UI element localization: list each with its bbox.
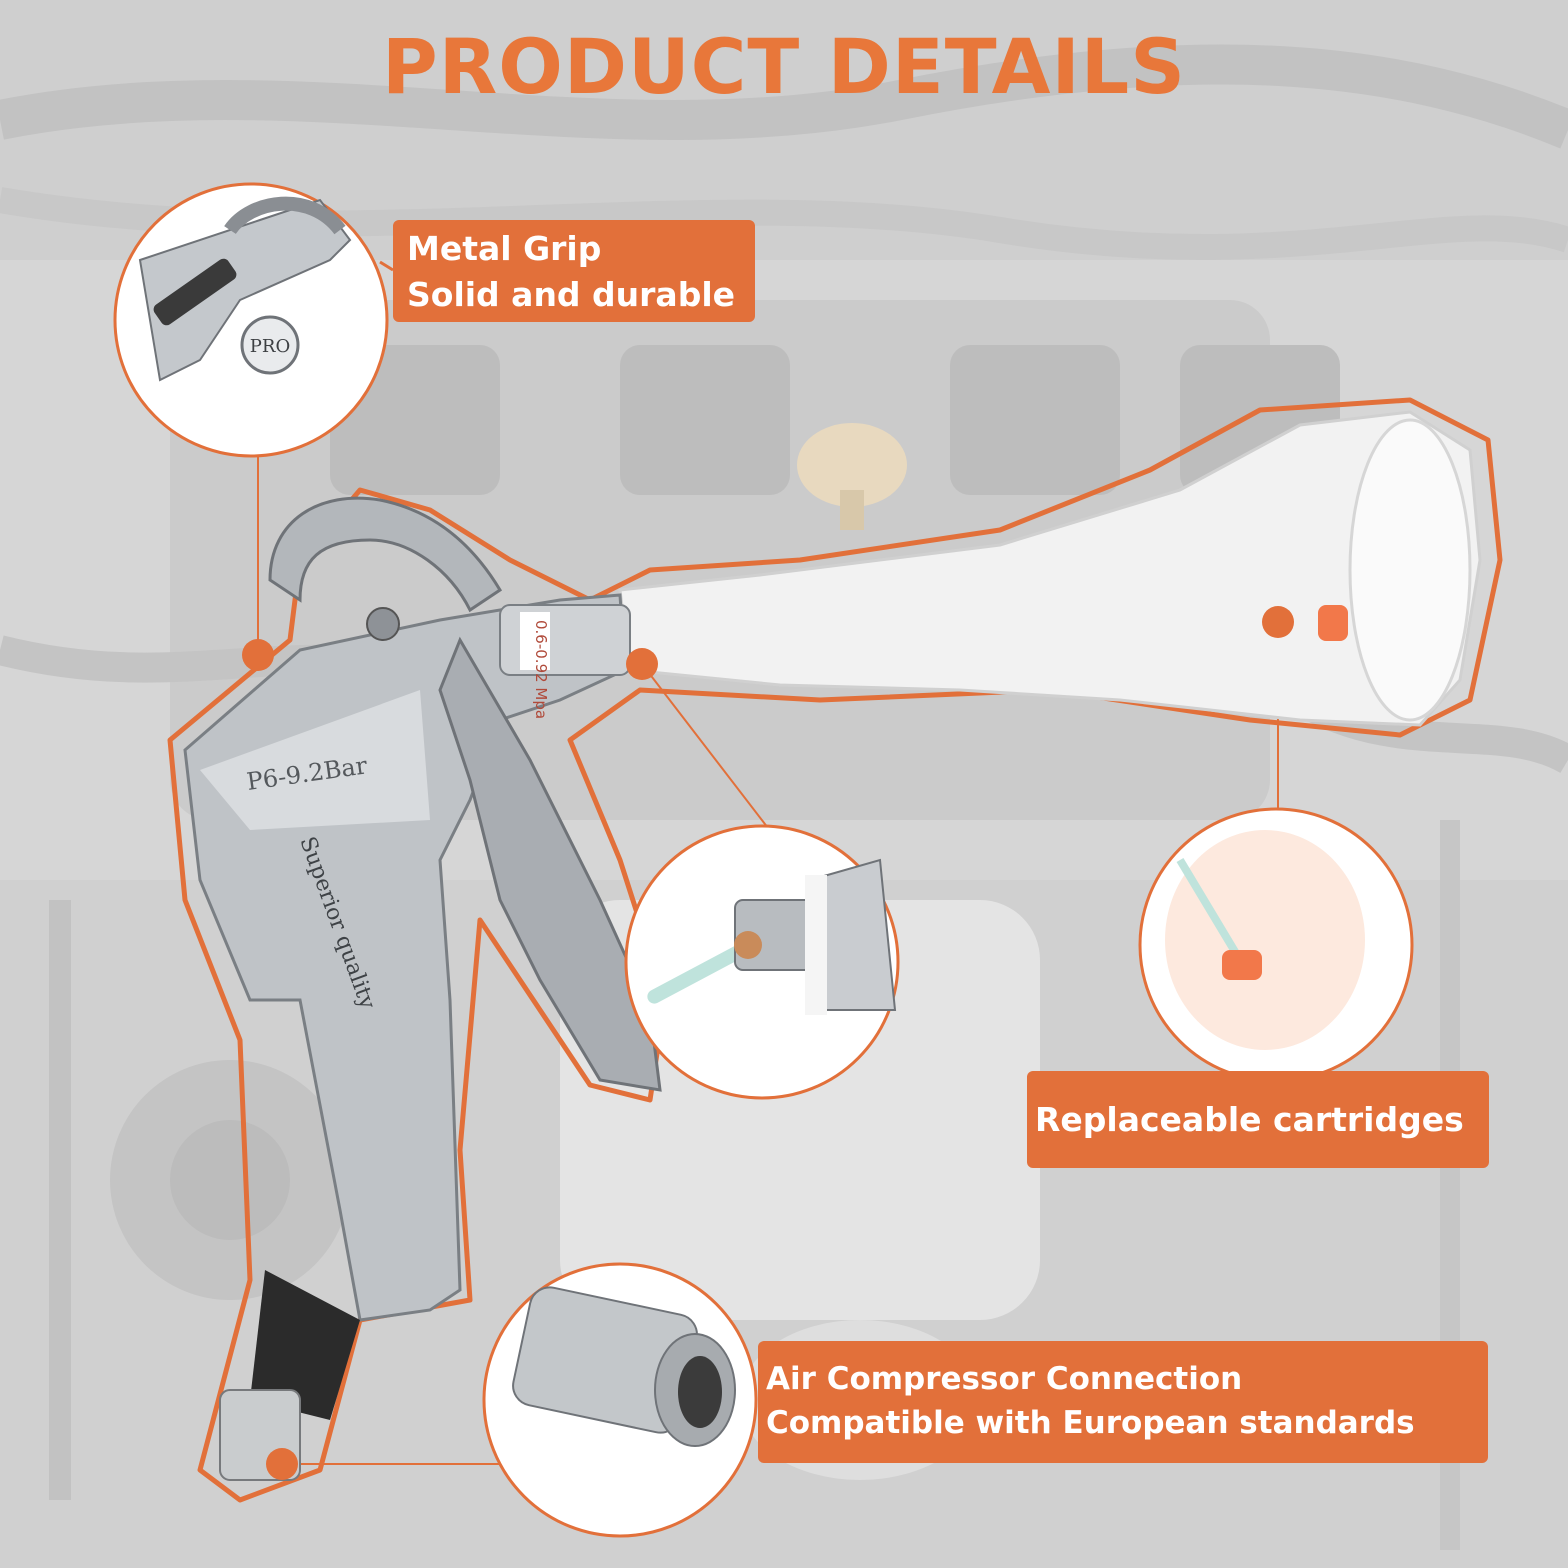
tube-pressure-marking: 0.6-0.92 Mpa [532,620,550,719]
nozzle-leader-line [641,663,769,829]
air-compressor-callout: Air Compressor Connection Compatible wit… [758,1341,1488,1463]
metal-grip-callout: Metal Grip Solid and durable [393,220,755,322]
grip-detail-circle: PRO [113,182,389,458]
page-title: PRODUCT DETAILS [382,22,1186,111]
grip-marker-dot [242,639,274,671]
cartridge-detail-circle [1138,807,1414,1083]
air-compressor-title: Air Compressor Connection [766,1361,1243,1397]
nozzle-funnel [618,410,1482,727]
coupler-detail-circle [482,1262,758,1538]
trigger [438,636,662,1092]
cartridges-label: Replaceable cartridges [1035,1100,1464,1139]
cartridges-callout: Replaceable cartridges [1027,1071,1489,1168]
metal-grip-title: Metal Grip [407,229,602,268]
coupler-marker-dot [266,1448,298,1480]
air-compressor-subtitle: Compatible with European standards [766,1405,1415,1441]
hang-hook [268,496,503,613]
nozzle-marker-dot [626,648,658,680]
metal-grip-subtitle: Solid and durable [407,275,736,314]
nozzle-detail-circle [624,824,900,1100]
gun-outline [167,397,1503,1503]
cartridge-marker-dot [1262,606,1294,638]
pro-badge: PRO [250,336,290,357]
